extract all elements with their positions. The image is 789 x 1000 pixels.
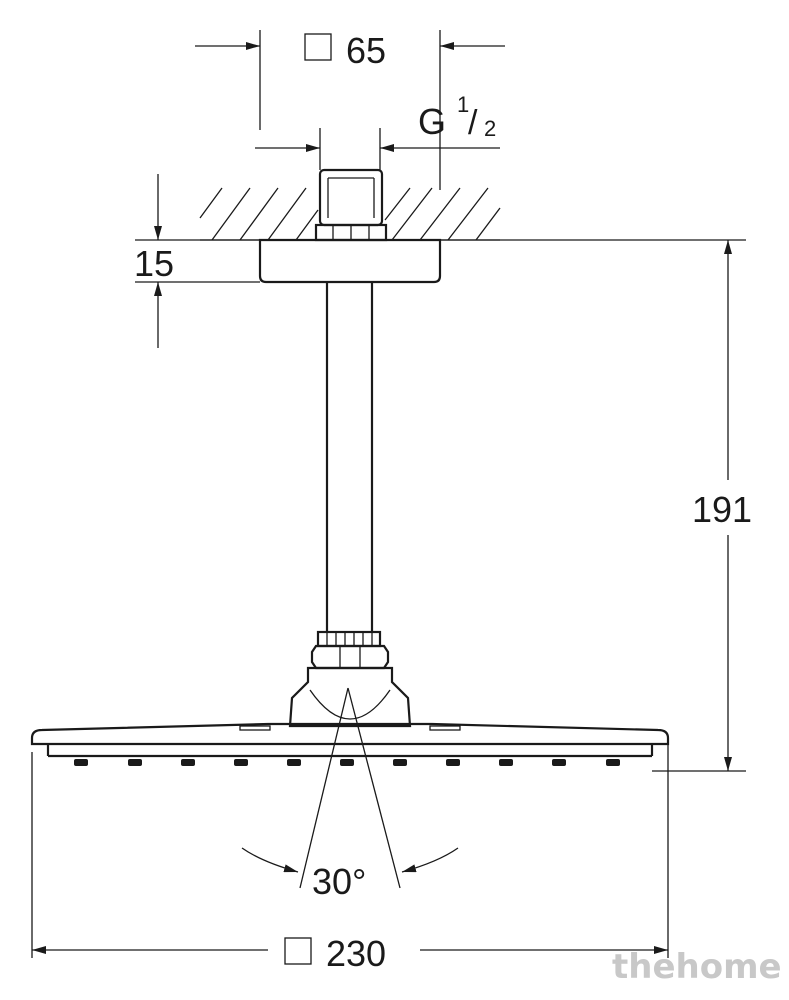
dim-label-top-square: 65 xyxy=(346,30,386,71)
dim-flange-height xyxy=(135,174,260,348)
watermark-logo: thehome xyxy=(612,947,782,987)
shower-arm xyxy=(325,282,374,632)
dim-label-overall-height: 191 xyxy=(692,489,752,530)
dim-label-thread-numerator: 1 xyxy=(457,92,469,117)
dim-label-thread-denominator: 2 xyxy=(484,116,496,141)
dim-label-flange-height: 15 xyxy=(134,243,174,284)
ceiling-hatch xyxy=(199,187,501,241)
dim-label-spray-angle: 30° xyxy=(312,861,366,902)
dim-thread xyxy=(255,128,500,170)
dim-head-square xyxy=(31,744,669,965)
nozzle-row xyxy=(74,759,620,766)
dim-label-thread-letter: G xyxy=(418,101,446,142)
dim-spray-angle xyxy=(241,687,459,889)
dim-top-square xyxy=(195,30,505,190)
square-symbol xyxy=(304,33,332,61)
swivel-joint xyxy=(288,630,412,728)
square-symbol xyxy=(284,937,312,965)
wall-fitting xyxy=(314,168,388,242)
shower-head xyxy=(30,722,670,758)
dim-label-head-square: 230 xyxy=(326,933,386,974)
ceiling-flange xyxy=(258,238,442,284)
dim-label-thread-slash: / xyxy=(468,104,478,142)
